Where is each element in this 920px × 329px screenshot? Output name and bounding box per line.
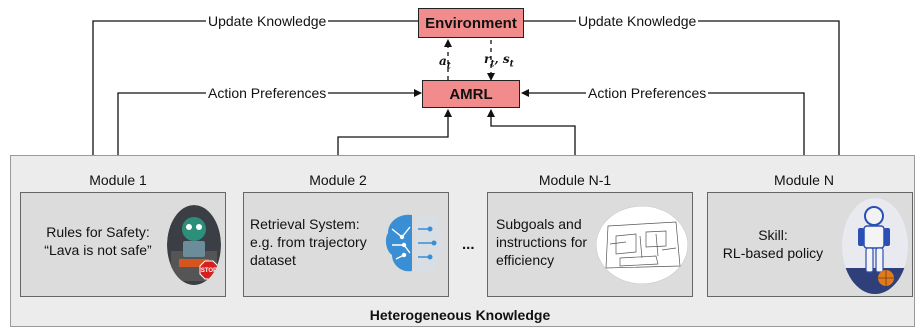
update-knowledge-left-label: Update Knowledge <box>206 13 329 29</box>
module-n-card: Skill: RL-based policy <box>707 192 913 297</box>
amrl-node: AMRL <box>422 80 520 108</box>
action-symbol: at <box>439 54 451 72</box>
module-2-text: Retrieval System: e.g. from trajectory d… <box>250 216 367 268</box>
update-knowledge-right-label: Update Knowledge <box>576 13 699 29</box>
heterogeneous-knowledge-title: Heterogeneous Knowledge <box>369 307 551 323</box>
action-preferences-left-label: Action Preferences <box>206 85 329 101</box>
module-1-card: Rules for Safety: “Lava is not safe” STO… <box>20 192 226 297</box>
safety-robot-icon: STOP <box>167 205 221 285</box>
module-n-text: Skill: RL-based policy <box>722 227 824 261</box>
stop-sign-text: STOP <box>201 268 217 274</box>
module-1-label: Module 1 <box>89 172 147 188</box>
moduleN1-to-amrl-arrow <box>487 109 576 170</box>
module-2-card: Retrieval System: e.g. from trajectory d… <box>243 192 449 297</box>
module-n-1-card: Subgoals and instructions for efficiency <box>487 192 693 297</box>
module-n-label: Module N <box>774 172 834 188</box>
reward-state-symbol: rt, st <box>484 52 514 70</box>
more-modules-ellipsis: ... <box>462 236 475 253</box>
module-n-1-text: Subgoals and instructions for efficiency <box>496 216 588 268</box>
room-sketch-icon <box>596 206 688 284</box>
robot-soccer-icon <box>842 198 908 294</box>
module-1-text: Rules for Safety: “Lava is not safe” <box>44 224 152 258</box>
action-preferences-right-label: Action Preferences <box>586 85 709 101</box>
module-2-label: Module 2 <box>309 172 367 188</box>
module-n-1-label: Module N-1 <box>538 172 612 188</box>
brain-network-icon <box>385 214 444 272</box>
environment-node: Environment <box>418 8 524 38</box>
module2-to-amrl-arrow <box>337 109 452 170</box>
